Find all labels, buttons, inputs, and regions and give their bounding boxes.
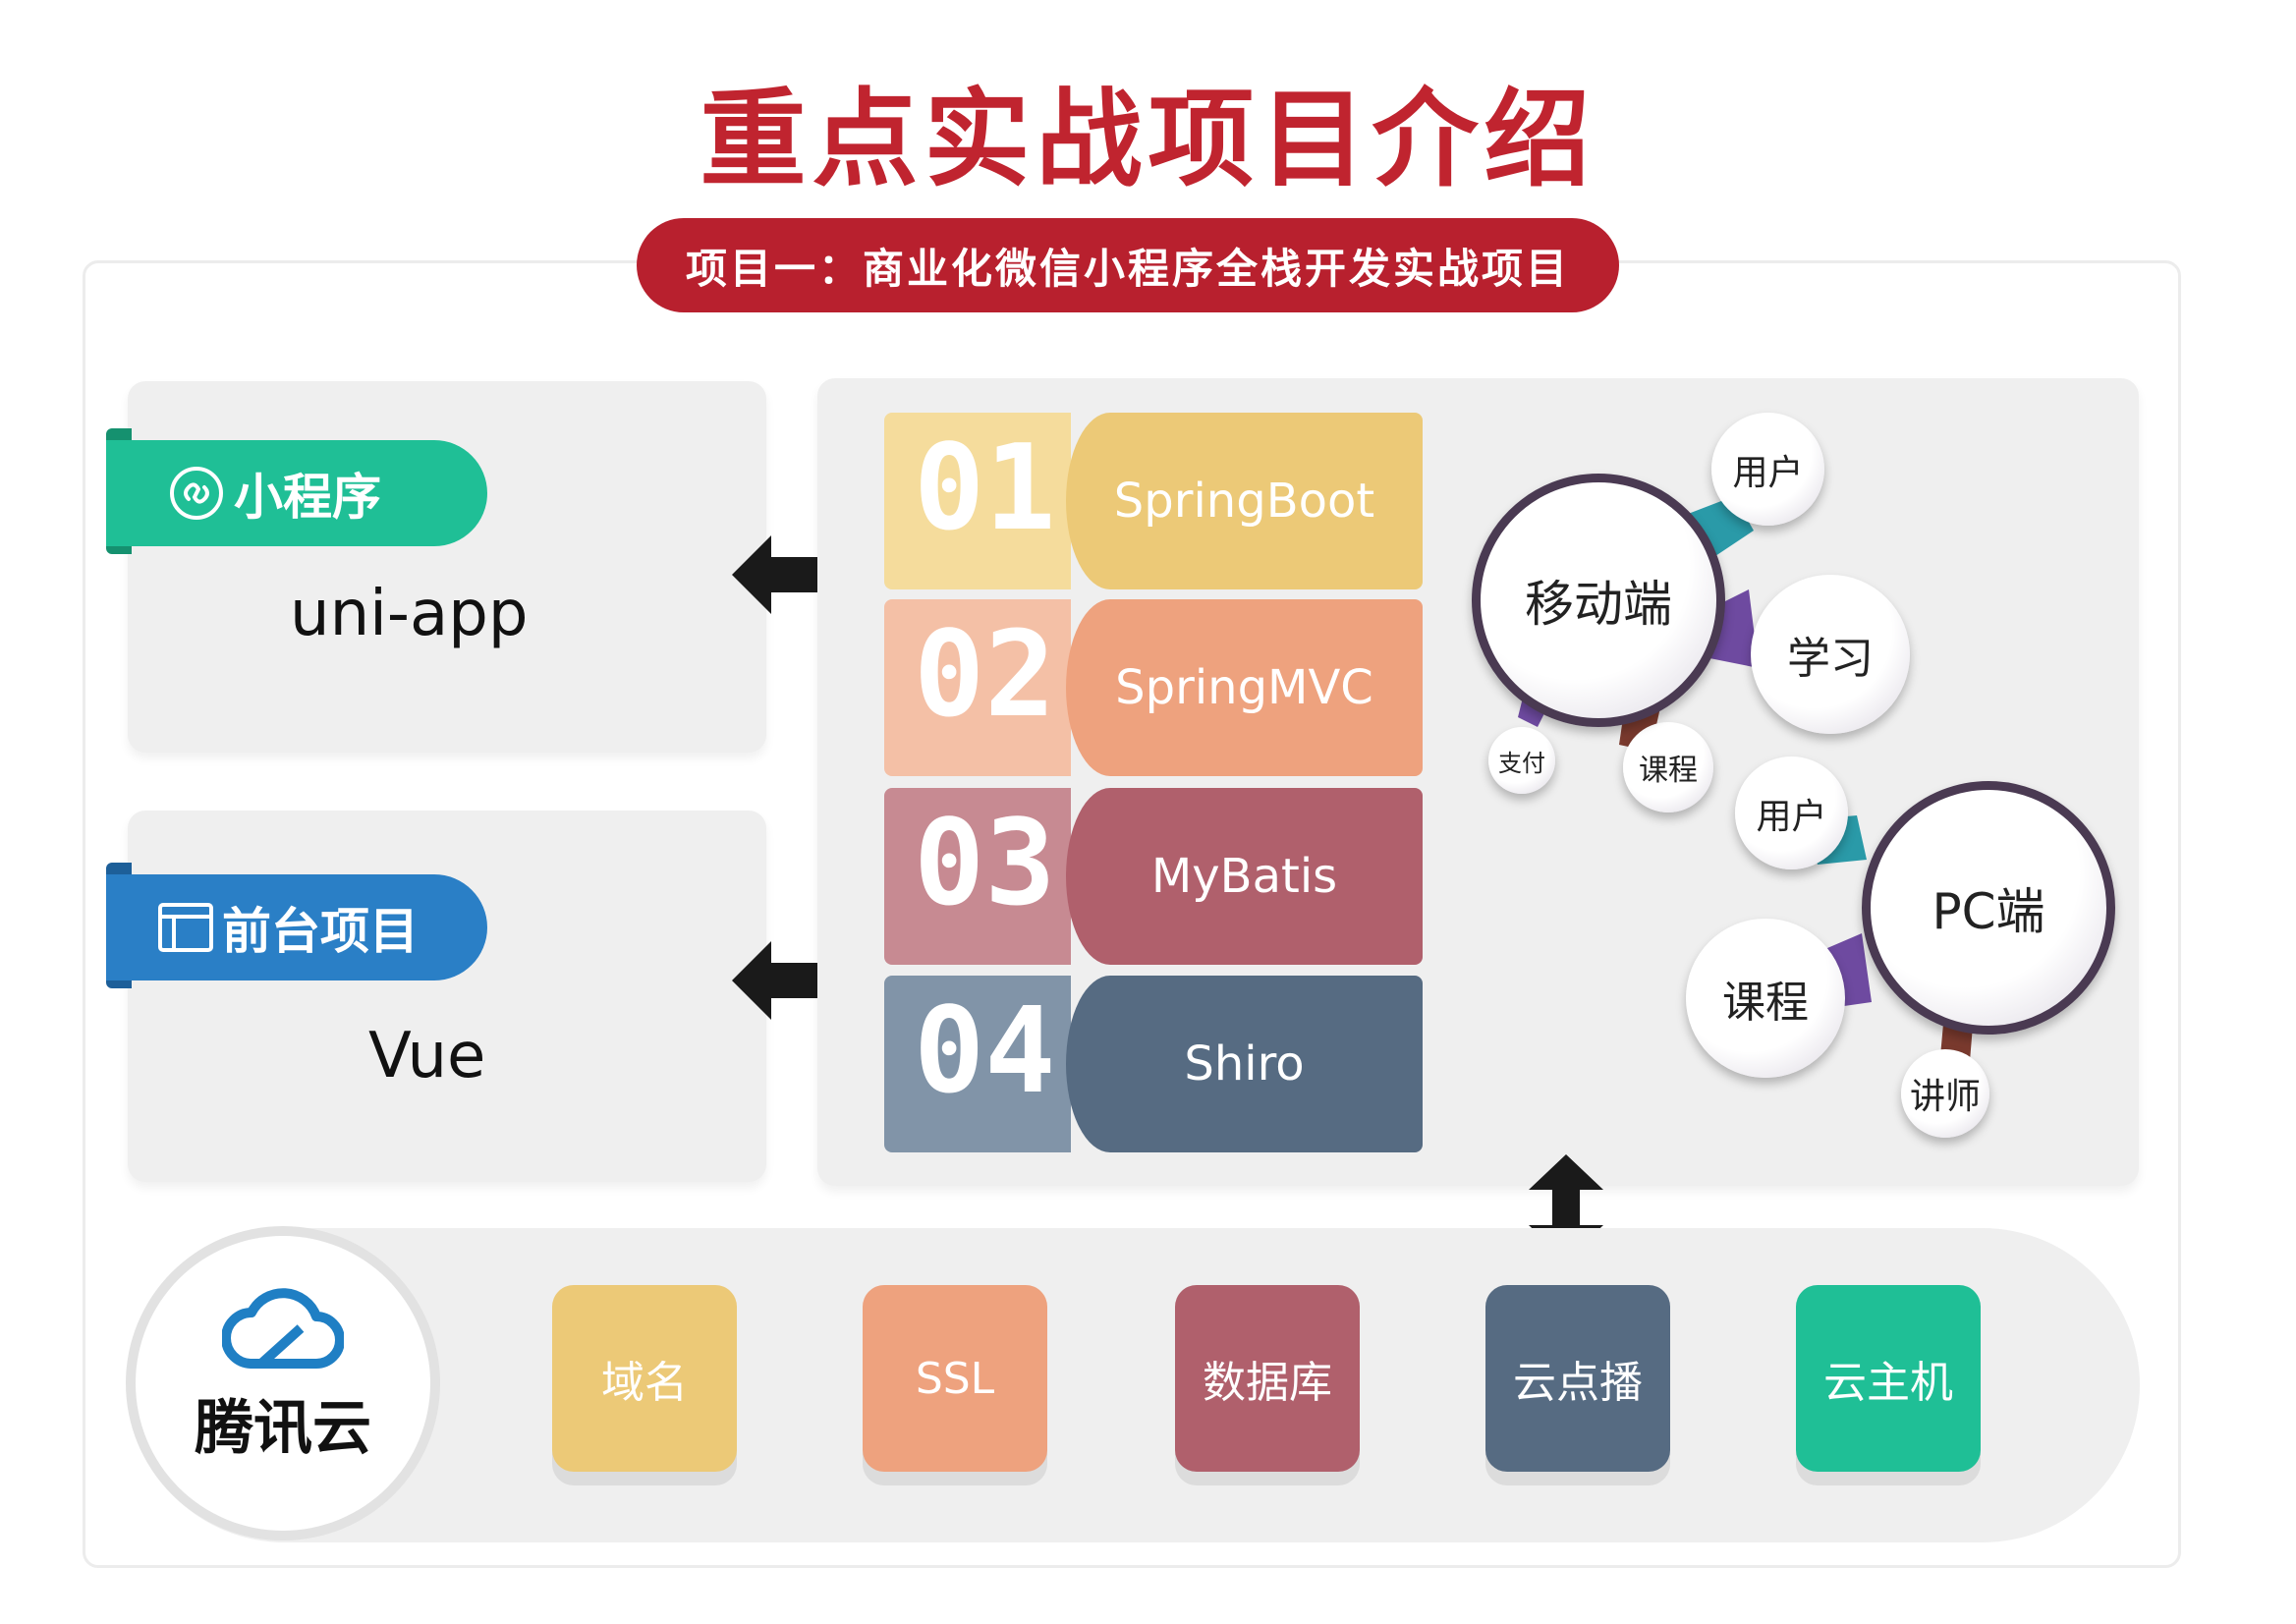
cloud-icon — [222, 1288, 344, 1369]
tech-springmvc: 02 SpringMVC — [884, 599, 1423, 776]
browser-window-icon — [157, 902, 214, 953]
mobile-node-user: 用户 — [1711, 413, 1824, 526]
pc-node-course: 课程 — [1686, 919, 1845, 1078]
tech-name: Shiro — [1184, 1036, 1305, 1092]
tech-shiro-light-part — [884, 976, 1071, 1152]
tech-springboot-dark-part — [1066, 413, 1423, 589]
tech-shiro: 04 Shiro — [884, 976, 1423, 1152]
tech-name: SpringBoot — [1113, 474, 1375, 529]
tech-name: MyBatis — [1150, 849, 1338, 904]
tech-mybatis-dark-part — [1066, 788, 1423, 965]
service-ssl: SSL — [863, 1285, 1047, 1472]
mini-program-tag-label: 小程序 — [234, 469, 381, 526]
page-title: 重点实战项目介绍 — [700, 79, 1596, 201]
cloud-name: 腾讯云 — [195, 1394, 371, 1463]
mobile-node-course: 课程 — [1623, 722, 1713, 812]
pc-center: PC端 — [1862, 781, 2115, 1035]
mobile-node-payment: 支付 — [1488, 727, 1555, 794]
mini-program-tag: 小程序 — [106, 440, 487, 546]
tech-shiro-dark-part — [1066, 976, 1423, 1152]
tech-name: SpringMVC — [1115, 660, 1373, 715]
pc-node-teacher: 讲师 — [1901, 1049, 1989, 1138]
tech-number: 02 — [914, 607, 1056, 744]
mini-program-icon — [169, 466, 224, 521]
tech-springboot-light-part — [884, 413, 1071, 589]
service-vod: 云点播 — [1485, 1285, 1670, 1472]
uni-app-label: uni-app — [290, 578, 529, 650]
tech-mybatis: 03 MyBatis — [884, 788, 1423, 965]
tech-number: 03 — [914, 796, 1056, 932]
mini-program-panel — [128, 381, 766, 753]
service-domain: 域名 — [552, 1285, 737, 1472]
cloud-logo-badge — [136, 1236, 430, 1531]
tech-springboot: 01 SpringBoot — [884, 413, 1423, 589]
tech-number: 04 — [914, 983, 1056, 1120]
service-cloud-host: 云主机 — [1796, 1285, 1981, 1472]
mobile-node-study: 学习 — [1751, 575, 1910, 734]
frontend-tag: 前台项目 — [106, 874, 487, 980]
frontend-tag-label: 前台项目 — [222, 903, 419, 960]
service-database: 数据库 — [1175, 1285, 1360, 1472]
tech-springmvc-light-part — [884, 599, 1071, 776]
project-banner: 项目一：商业化微信小程序全栈开发实战项目 — [637, 218, 1619, 312]
tech-mybatis-light-part — [884, 788, 1071, 965]
tech-number: 01 — [914, 420, 1056, 557]
tech-springmvc-dark-part — [1066, 599, 1423, 776]
frontend-panel — [128, 811, 766, 1182]
vue-label: Vue — [368, 1020, 486, 1092]
mobile-center: 移动端 — [1472, 474, 1725, 727]
pc-node-user: 用户 — [1735, 756, 1848, 869]
